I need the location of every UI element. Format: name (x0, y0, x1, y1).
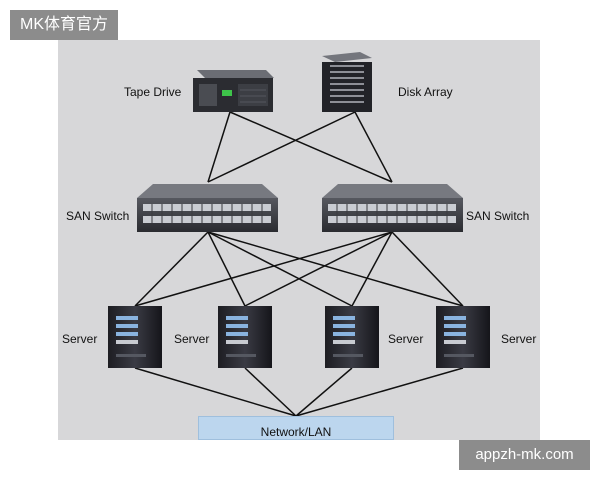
network-lan-box: Network/LAN (198, 416, 394, 440)
san-switch-right-icon (322, 184, 463, 232)
server-4-label: Server (501, 332, 537, 346)
connection-lines (134, 111, 464, 417)
disk-array-icon (322, 52, 372, 112)
server-1-icon (108, 306, 162, 368)
san-switch-left-label: SAN Switch (66, 209, 130, 223)
tape-drive-icon (193, 70, 274, 112)
server-4-icon (436, 306, 490, 368)
server-2-icon (218, 306, 272, 368)
san-switch-left-icon (137, 184, 278, 232)
disk-array-label: Disk Array (398, 85, 453, 99)
tape-drive-label: Tape Drive (124, 85, 182, 99)
diagram-panel (58, 40, 540, 440)
watermark-bottom-right: appzh-mk.com (459, 440, 590, 470)
server-2-label: Server (174, 332, 210, 346)
san-switch-right-label: SAN Switch (466, 209, 530, 223)
server-3-icon (325, 306, 379, 368)
server-1-label: Server (62, 332, 98, 346)
server-3-label: Server (388, 332, 424, 346)
watermark-top-left: MK体育官方 (10, 10, 118, 40)
